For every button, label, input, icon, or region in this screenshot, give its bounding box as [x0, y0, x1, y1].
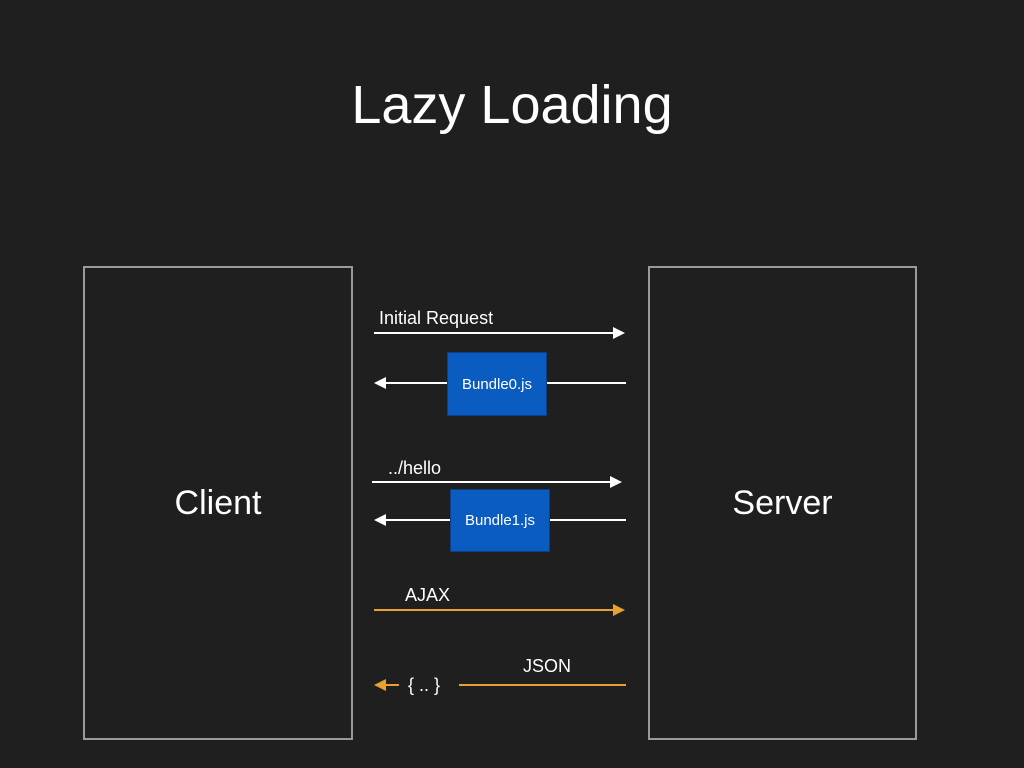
bundle1-response-arrow	[374, 514, 626, 526]
client-label: Client	[174, 483, 262, 522]
ajax-label: AJAX	[405, 585, 451, 605]
hello-request-arrow	[372, 476, 622, 488]
initial-request-arrow	[374, 327, 625, 339]
bundle0-label: Bundle0.js	[461, 375, 533, 393]
hello-label: ../hello	[388, 458, 442, 478]
client-box: Client	[83, 266, 353, 740]
ajax-request-arrow	[374, 604, 625, 616]
bundle1-block: Bundle1.js	[450, 489, 550, 552]
json-payload-label: { .. }	[408, 675, 441, 695]
server-label: Server	[732, 483, 833, 522]
json-response-arrow	[374, 679, 626, 691]
bundle0-block: Bundle0.js	[447, 352, 547, 416]
bundle1-label: Bundle1.js	[464, 512, 536, 529]
server-box: Server	[648, 266, 917, 740]
initial-request-label: Initial Request	[379, 308, 494, 328]
bundle0-response-arrow	[374, 377, 626, 389]
json-label: JSON	[523, 656, 572, 676]
slide-title: Lazy Loading	[351, 75, 673, 135]
